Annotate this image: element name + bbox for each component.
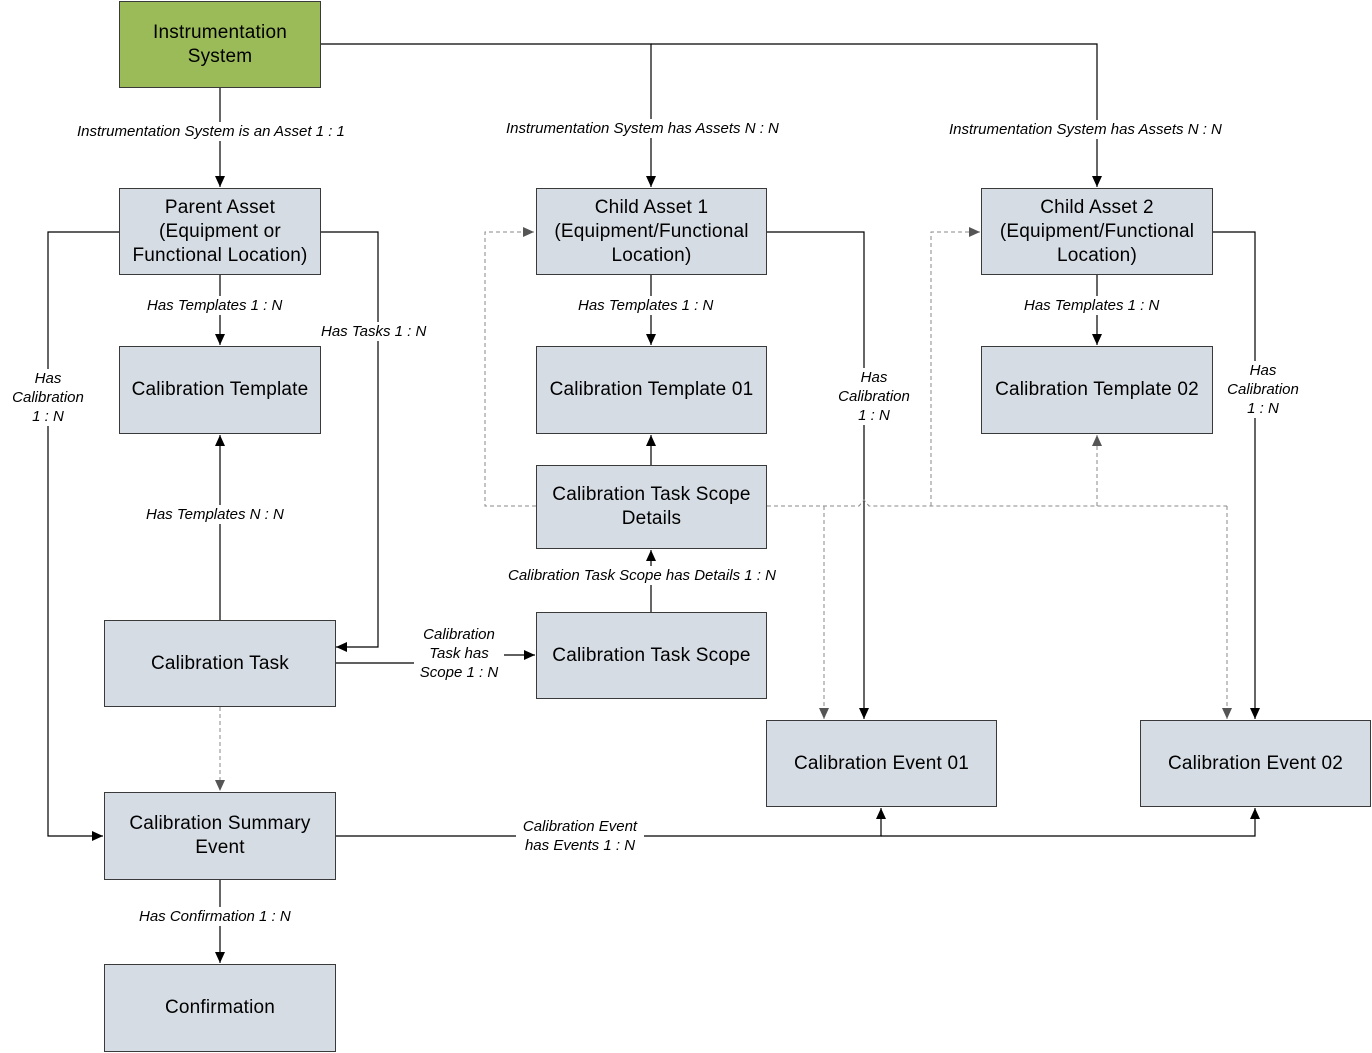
edge-label-system-has-assets-2: Instrumentation System has Assets N : N [948, 120, 1223, 139]
edge-label-system-has-assets-1: Instrumentation System has Assets N : N [505, 119, 780, 138]
edge-label-child1-has-calibration: Has Calibration 1 : N [833, 368, 915, 425]
edge-system-has-assets-1 [321, 43, 656, 187]
edge-details-child1-dashed [484, 227, 536, 507]
edge-details-child2-dashed [930, 227, 980, 506]
edge-label-task-has-scope: Calibration Task has Scope 1 : N [414, 625, 504, 682]
edge-label-system-is-asset: Instrumentation System is an Asset 1 : 1 [76, 122, 346, 141]
calibration-template-node[interactable]: Calibration Template [119, 346, 321, 434]
edge-system-has-assets-2 [651, 43, 1102, 187]
edge-parent-has-tasks [321, 231, 379, 652]
edge-label-scope-has-details: Calibration Task Scope has Details 1 : N [507, 566, 777, 585]
edge-summary-has-events-2 [881, 808, 1260, 837]
edge-label-summary-has-events: Calibration Event has Events 1 : N [516, 817, 644, 855]
edge-details-bus-dashed [767, 499, 1227, 507]
child-asset-2-node[interactable]: Child Asset 2 (Equipment/Functional Loca… [981, 188, 1213, 275]
instrumentation-system-node[interactable]: Instrumentation System [119, 1, 321, 88]
calibration-task-scope-details-node[interactable]: Calibration Task Scope Details [536, 465, 767, 549]
edge-child2-has-calibration [1213, 231, 1260, 719]
child-asset-1-node[interactable]: Child Asset 1 (Equipment/Functional Loca… [536, 188, 767, 275]
edge-label-parent-has-calibration: Has Calibration 1 : N [8, 369, 88, 426]
edge-parent-has-calibration [47, 231, 119, 841]
calibration-summary-event-node[interactable]: Calibration Summary Event [104, 792, 336, 880]
calibration-event-01-node[interactable]: Calibration Event 01 [766, 720, 997, 807]
calibration-task-scope-node[interactable]: Calibration Task Scope [536, 612, 767, 699]
edge-label-child2-has-templates: Has Templates 1 : N [1023, 296, 1161, 315]
edge-label-child1-has-templates: Has Templates 1 : N [577, 296, 715, 315]
edge-label-parent-has-tasks: Has Tasks 1 : N [320, 322, 428, 341]
calibration-template-01-node[interactable]: Calibration Template 01 [536, 346, 767, 434]
edge-label-task-has-templates: Has Templates N : N [145, 505, 285, 524]
edge-label-child2-has-calibration: Has Calibration 1 : N [1222, 361, 1304, 418]
edge-label-summary-has-confirmation: Has Confirmation 1 : N [138, 907, 292, 926]
confirmation-node[interactable]: Confirmation [104, 964, 336, 1052]
edge-label-parent-has-templates: Has Templates 1 : N [146, 296, 284, 315]
edge-child1-has-calibration [767, 231, 869, 719]
calibration-event-02-node[interactable]: Calibration Event 02 [1140, 720, 1371, 807]
calibration-task-node[interactable]: Calibration Task [104, 620, 336, 707]
parent-asset-node[interactable]: Parent Asset (Equipment or Functional Lo… [119, 188, 321, 275]
calibration-template-02-node[interactable]: Calibration Template 02 [981, 346, 1213, 434]
